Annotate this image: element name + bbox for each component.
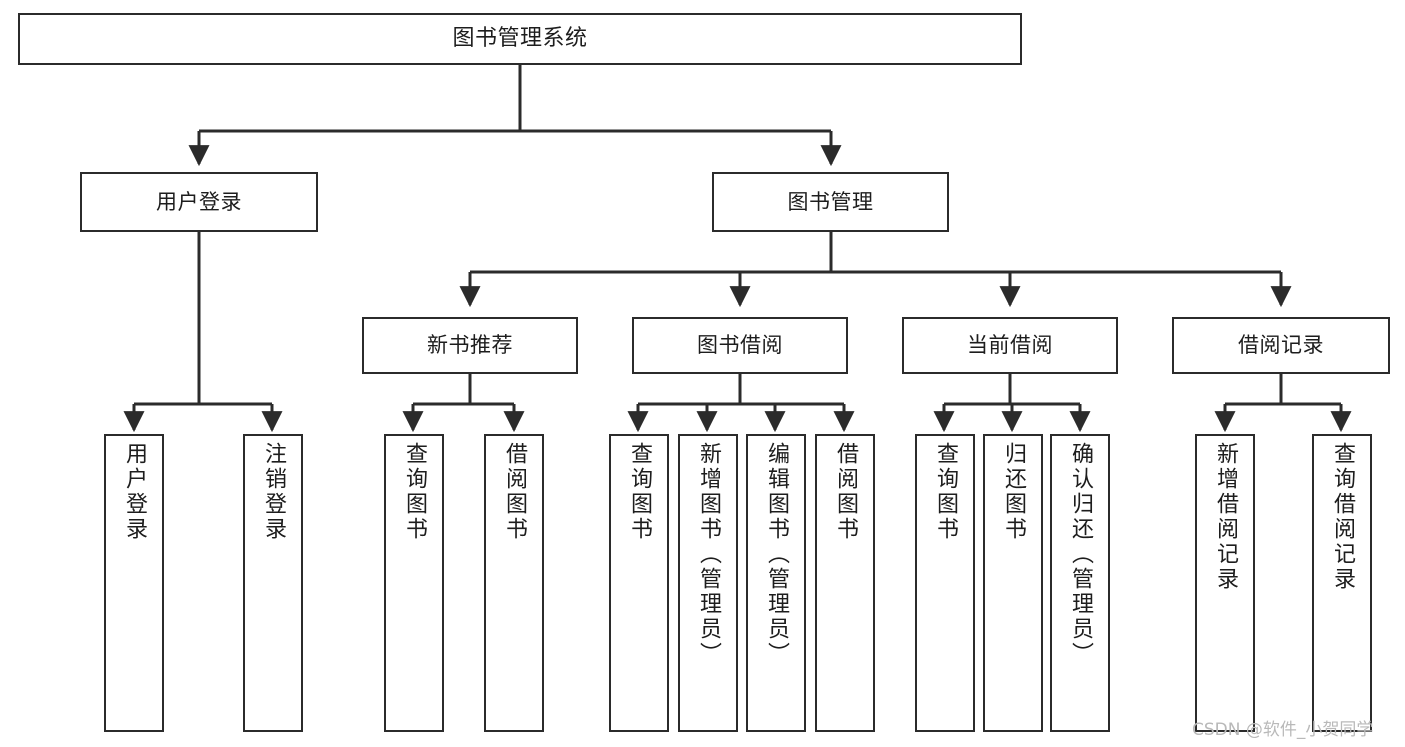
leaf-book-borrow-add-book-admin[interactable]: 新增图书（管理员）	[678, 434, 738, 732]
leaf-current-borrow-confirm-return-admin[interactable]: 确认归还（管理员）	[1050, 434, 1110, 732]
node-label: 查询图书	[627, 442, 652, 542]
node-label: 查询图书	[402, 442, 427, 542]
leaf-borrow-record-query-record[interactable]: 查询借阅记录	[1312, 434, 1372, 732]
leaf-book-borrow-borrow-book[interactable]: 借阅图书	[815, 434, 875, 732]
node-label: 新书推荐	[427, 333, 513, 358]
csdn-watermark: CSDN @软件_小贺同学	[1192, 720, 1374, 740]
leaf-current-borrow-return-book[interactable]: 归还图书	[983, 434, 1043, 732]
node-label: 用户登录	[122, 442, 147, 542]
node-label: 图书管理系统	[452, 26, 588, 52]
node-book-management[interactable]: 图书管理	[712, 172, 949, 232]
node-new-book-recommend[interactable]: 新书推荐	[362, 317, 578, 374]
node-label: 图书管理	[787, 189, 874, 214]
leaf-user-login-login[interactable]: 用户登录	[104, 434, 164, 732]
node-label: 归还图书	[1001, 442, 1026, 542]
node-root-book-management-system[interactable]: 图书管理系统	[18, 13, 1022, 65]
node-label: 新增借阅记录	[1213, 442, 1238, 592]
leaf-user-login-logout[interactable]: 注销登录	[243, 434, 303, 732]
node-label: 新增图书（管理员）	[696, 442, 721, 667]
leaf-new-book-borrow-book[interactable]: 借阅图书	[484, 434, 544, 732]
leaf-book-borrow-edit-book-admin[interactable]: 编辑图书（管理员）	[746, 434, 806, 732]
leaf-book-borrow-query-book[interactable]: 查询图书	[609, 434, 669, 732]
node-current-borrow[interactable]: 当前借阅	[902, 317, 1118, 374]
node-user-login[interactable]: 用户登录	[80, 172, 318, 232]
leaf-current-borrow-query-book[interactable]: 查询图书	[915, 434, 975, 732]
node-label: 用户登录	[156, 189, 242, 214]
node-label: 确认归还（管理员）	[1068, 442, 1093, 667]
node-label: 编辑图书（管理员）	[764, 442, 789, 667]
node-label: 查询借阅记录	[1330, 442, 1355, 592]
node-borrow-record[interactable]: 借阅记录	[1172, 317, 1390, 374]
node-label: 借阅图书	[502, 442, 527, 542]
leaf-new-book-query-book[interactable]: 查询图书	[384, 434, 444, 732]
node-label: 当前借阅	[967, 333, 1053, 358]
node-label: 查询图书	[933, 442, 958, 542]
node-label: 图书借阅	[697, 333, 783, 358]
node-book-borrow[interactable]: 图书借阅	[632, 317, 848, 374]
node-label: 借阅记录	[1238, 333, 1324, 358]
node-label: 注销登录	[261, 442, 286, 542]
leaf-borrow-record-add-record[interactable]: 新增借阅记录	[1195, 434, 1255, 732]
node-label: 借阅图书	[833, 442, 858, 542]
